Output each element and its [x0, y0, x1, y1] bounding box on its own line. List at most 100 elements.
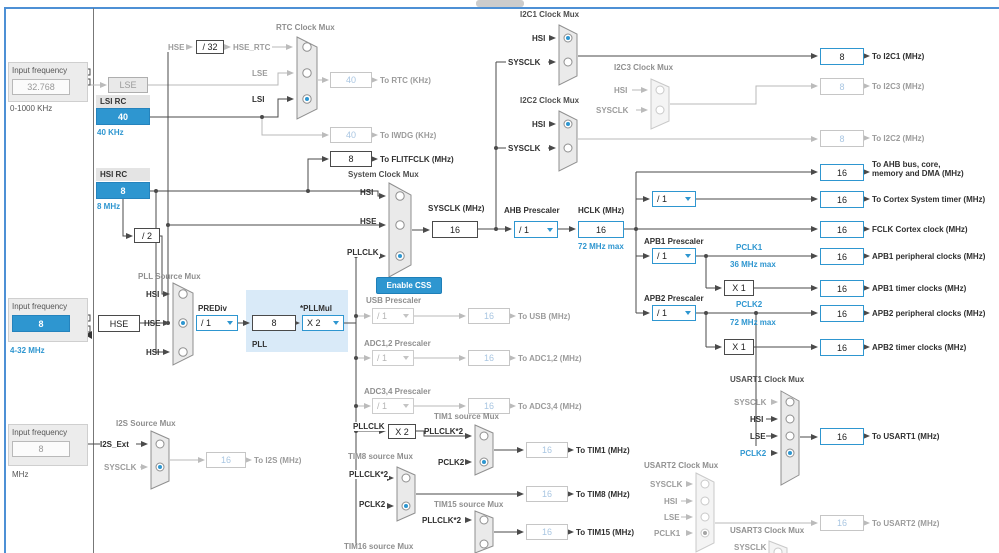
hclk-value-input[interactable]: 16: [578, 221, 624, 238]
usart2-clock-mux: [695, 472, 715, 553]
tim8-mux-title: TIM8 source Mux: [348, 452, 413, 461]
pllmul-select[interactable]: X 2: [302, 315, 344, 331]
usb-prescaler-select: / 1: [372, 308, 414, 324]
lse-oscillator-box: LSE: [108, 77, 148, 93]
usart1-radio-hsi[interactable]: [785, 414, 795, 424]
apb2-timer-value-input[interactable]: 16: [820, 339, 864, 356]
usart1-out-label: To USART1 (MHz): [872, 432, 940, 441]
rtc-lsi-label: LSI: [252, 95, 265, 104]
i2s-radio-ext[interactable]: [155, 439, 165, 449]
pllmux-radio-hsi2[interactable]: [178, 347, 188, 357]
adc34-prescaler-value: / 1: [377, 401, 388, 411]
hse-frequency-field[interactable]: 8: [12, 315, 70, 332]
system-clock-mux-title: System Clock Mux: [348, 170, 419, 179]
adc34-prescaler-select: / 1: [372, 398, 414, 414]
iwdg-out-label: To IWDG (KHz): [380, 131, 437, 140]
prediv-select[interactable]: / 1: [196, 315, 238, 331]
tim1-pclk2-label: PCLK2: [438, 458, 465, 467]
lse-input-label: Input frequency: [12, 66, 68, 75]
apb2-max-label: 72 MHz max: [730, 318, 776, 327]
tim8-out-label: To TIM8 (MHz): [576, 490, 630, 499]
usart1-value-input[interactable]: 16: [820, 428, 864, 445]
ahb-prescaler-label: AHB Prescaler: [504, 206, 560, 215]
i2c2-hsi-label: HSI: [532, 120, 546, 129]
apb2-prescaler-select[interactable]: / 1: [652, 305, 696, 321]
tim1-radio-pllclk2[interactable]: [479, 431, 489, 441]
frame-top-accent: [4, 7, 999, 9]
apb1-prescaler-label: APB1 Prescaler: [644, 237, 704, 246]
i2s-mux-title: I2S Source Mux: [116, 419, 176, 428]
i2s-frequency-field[interactable]: 8: [12, 441, 70, 457]
sysmux-hse-label: HSE: [360, 217, 377, 226]
usart3-radio-sysclk: [773, 547, 783, 553]
usart2-radio-lse: [700, 512, 710, 522]
lse-frequency-field[interactable]: 32.768: [12, 79, 70, 95]
adc12-prescaler-value: / 1: [377, 353, 388, 363]
rtc-mux-radio-hse[interactable]: [302, 42, 312, 52]
apb1-periph-out-label: APB1 peripheral clocks (MHz): [872, 252, 986, 261]
cortex-timer-value-input[interactable]: 16: [820, 191, 864, 208]
tim15-radio-pllclk2[interactable]: [479, 515, 489, 525]
i2c1-sysclk-label: SYSCLK: [508, 58, 541, 67]
ahb-prescaler-select[interactable]: / 1: [514, 221, 558, 238]
tim8-radio-pllclk2[interactable]: [401, 473, 411, 483]
pll-block-label: PLL: [252, 340, 268, 349]
tim8-source-mux: [396, 466, 416, 522]
i2c1-value-input[interactable]: 8: [820, 48, 864, 65]
flitfclk-value-box: 8: [330, 151, 372, 167]
i2c2-clock-mux: [558, 110, 578, 172]
rtc-mux-radio-lse[interactable]: [302, 68, 312, 78]
apb1-periph-value-input[interactable]: 16: [820, 248, 864, 265]
i2c1-clock-mux: [558, 24, 578, 86]
i2s-ext-label: I2S_Ext: [100, 440, 129, 449]
usart1-lse-label: LSE: [750, 432, 766, 441]
usart2-radio-hsi: [700, 496, 710, 506]
tim1-source-mux: [474, 424, 494, 476]
apb2-prescaler-value: / 1: [657, 308, 668, 318]
hse-range-label: 4-32 MHz: [10, 346, 45, 355]
apb1-timer-value-input[interactable]: 16: [820, 280, 864, 297]
adc12-out-label: To ADC1,2 (MHz): [518, 354, 582, 363]
tim15-radio-pclk2[interactable]: [479, 539, 489, 549]
i2c3-clock-mux: [650, 78, 670, 130]
i2c2-radio-sysclk[interactable]: [563, 143, 573, 153]
enable-css-button[interactable]: Enable CSS: [376, 277, 442, 294]
apb1-prescaler-select[interactable]: / 1: [652, 248, 696, 264]
rtc-clock-mux: [296, 36, 318, 120]
hse-input-label: Input frequency: [12, 302, 68, 311]
tim16-mux-title: TIM16 source Mux: [344, 542, 414, 551]
chevron-down-icon: [333, 321, 339, 325]
pclk2-label: PCLK2: [736, 300, 763, 309]
pllmux-radio-hsi[interactable]: [178, 289, 188, 299]
i2c3-value-box: 8: [820, 78, 864, 95]
usart3-mux-title: USART3 Clock Mux: [730, 526, 805, 535]
usb-value-box: 16: [468, 308, 510, 324]
fclk-out-label: FCLK Cortex clock (MHz): [872, 225, 968, 234]
pll-source-mux: [172, 282, 194, 366]
sysmux-pllclk-label: PLLCLK: [346, 248, 380, 257]
usart2-radio-sysclk: [700, 479, 710, 489]
hsi-rc-freq: 8 MHz: [97, 202, 121, 211]
tim1-out-label: To TIM1 (MHz): [576, 446, 630, 455]
sysmux-radio-hse[interactable]: [395, 220, 405, 230]
fclk-value-input[interactable]: 16: [820, 221, 864, 238]
sysmux-radio-hsi[interactable]: [395, 191, 405, 201]
chevron-down-icon: [403, 314, 409, 318]
tim1-value-box: 16: [526, 442, 568, 458]
top-scrollbar-thumb[interactable]: [476, 0, 524, 7]
ahb-bus-value-input[interactable]: 16: [820, 164, 864, 181]
usart1-pclk2-label: PCLK2: [740, 449, 767, 458]
tim15-source-mux: [474, 510, 494, 553]
apb2-periph-value-input[interactable]: 16: [820, 305, 864, 322]
usart1-radio-sysclk[interactable]: [785, 397, 795, 407]
prediv-value: / 1: [201, 318, 212, 328]
tim15-out-label: To TIM15 (MHz): [576, 528, 635, 537]
rtc-out-label: To RTC (KHz): [380, 76, 431, 85]
i2s-source-mux: [150, 430, 170, 490]
sysclk-value-box: 16: [432, 221, 478, 238]
cortex-prescaler-select[interactable]: / 1: [652, 191, 696, 207]
usart1-sysclk-label: SYSCLK: [734, 398, 767, 407]
lsi-rc-label: LSI RC: [96, 95, 150, 108]
usart1-radio-lse[interactable]: [785, 431, 795, 441]
i2c1-radio-sysclk[interactable]: [563, 57, 573, 67]
